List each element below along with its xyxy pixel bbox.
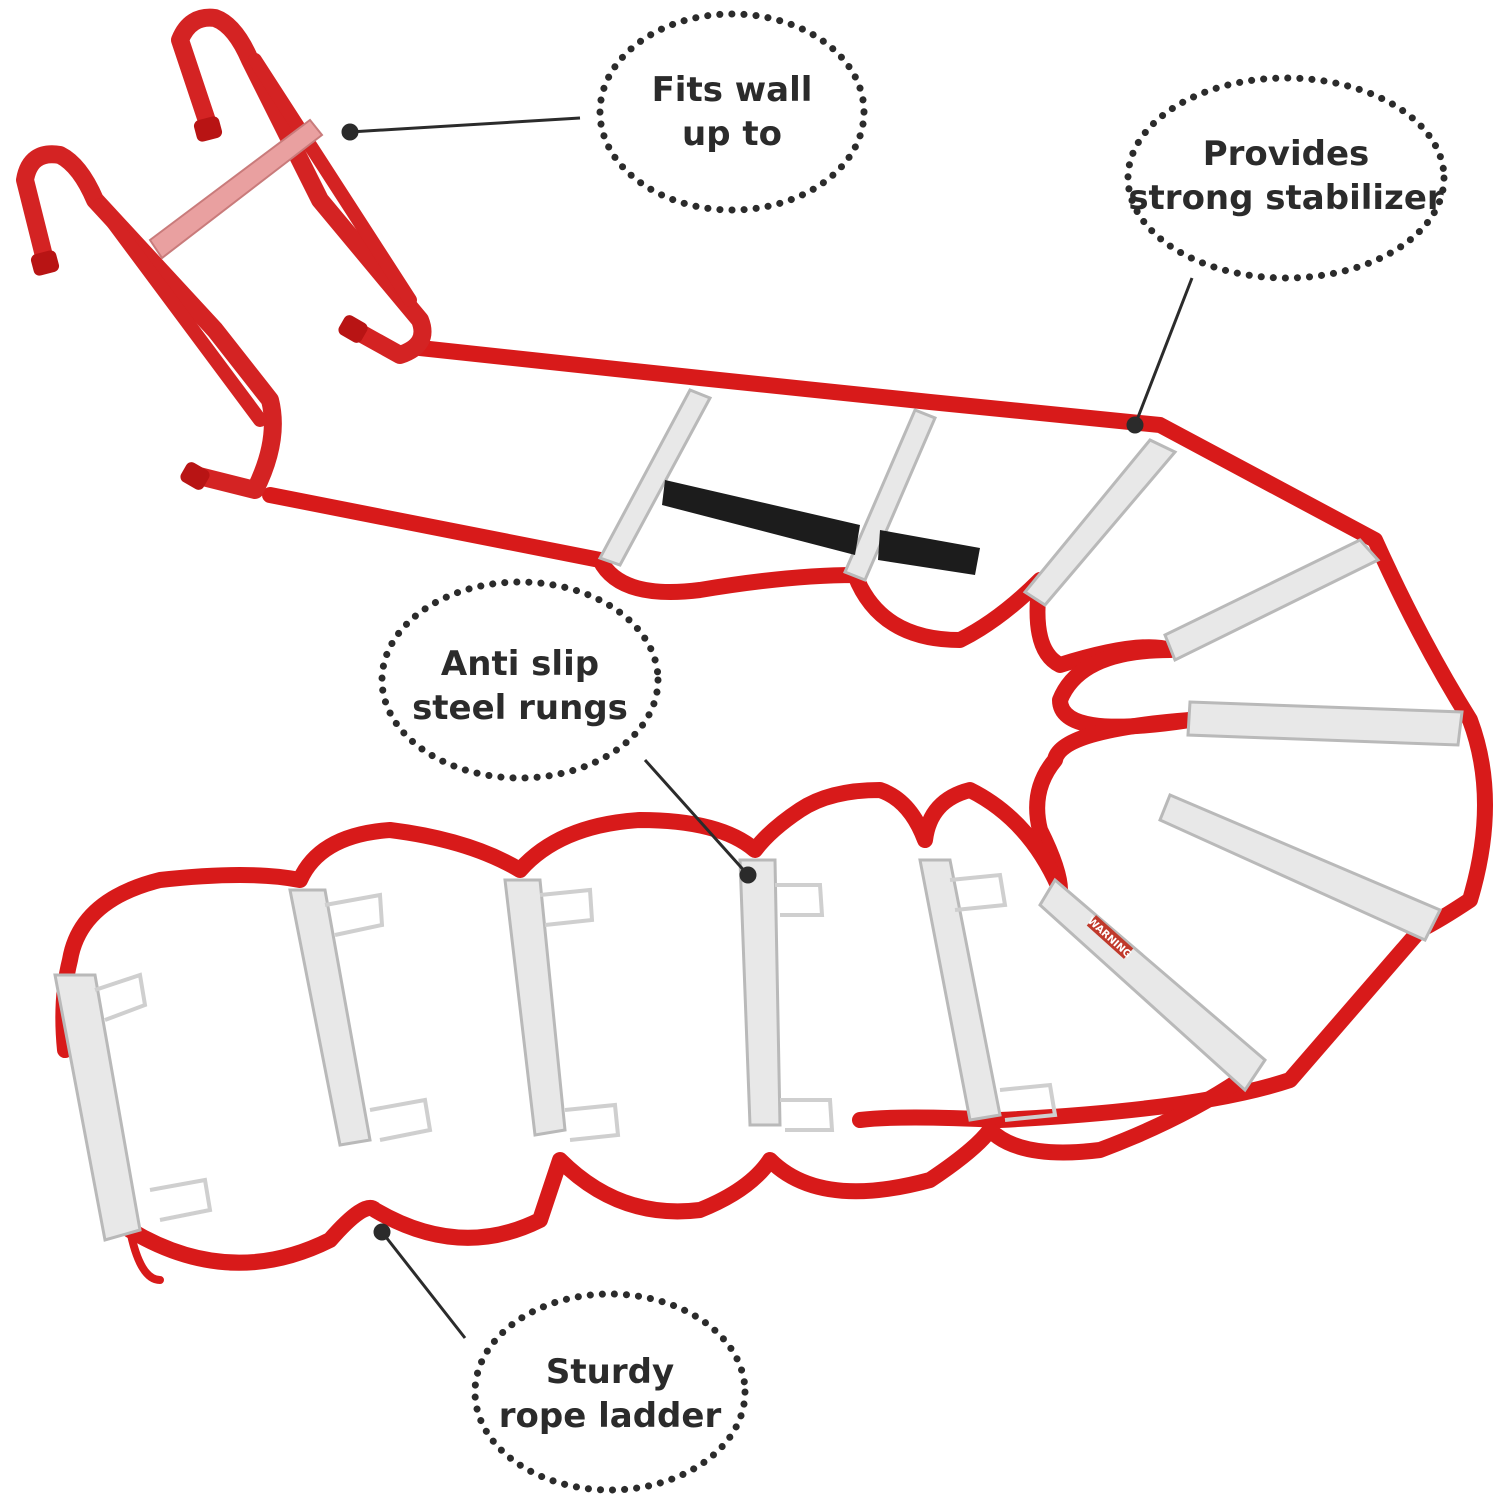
callout-sturdy-line1: Sturdy bbox=[545, 1352, 675, 1392]
rung-2 bbox=[843, 408, 937, 582]
callout-anti-slip: Anti slip steel rungs bbox=[382, 636, 658, 736]
lower-rungs bbox=[53, 858, 1002, 1242]
wall-hook-frame bbox=[16, 8, 432, 499]
warning-label-plate bbox=[1086, 915, 1134, 959]
rung-12 bbox=[918, 858, 1002, 1122]
callout-fits-wall: Fits wall up to bbox=[600, 62, 864, 162]
hook-spacer-bar bbox=[148, 118, 324, 260]
red-webbing-straps bbox=[55, 340, 1493, 1284]
callout-anti-slip-line2: steel rungs bbox=[412, 688, 628, 728]
rung-7 bbox=[1038, 877, 1267, 1093]
rung-8 bbox=[53, 973, 142, 1242]
sturdy-bubble bbox=[471, 1290, 749, 1494]
callout-bubbles bbox=[378, 10, 1448, 1494]
callout-sturdy: Sturdy rope ladder bbox=[475, 1344, 745, 1444]
rung-5 bbox=[1186, 700, 1464, 747]
rung-3 bbox=[1022, 438, 1178, 607]
callout-fits-wall-line2: up to bbox=[682, 114, 782, 154]
rung-6 bbox=[1158, 793, 1443, 942]
pointer-lines bbox=[341, 116, 1194, 1339]
callout-stabilizer-line2: strong stabilizer bbox=[1128, 178, 1444, 218]
callout-sturdy-line2: rope ladder bbox=[498, 1396, 722, 1436]
upper-rungs bbox=[597, 388, 1464, 1093]
stabilizer-bubble bbox=[1124, 74, 1448, 282]
rung-10 bbox=[503, 878, 567, 1137]
callout-stabilizer: Provides strong stabilizer bbox=[1128, 126, 1444, 226]
rung-11 bbox=[738, 858, 782, 1127]
fits-wall-bubble bbox=[596, 10, 868, 214]
callout-anti-slip-line1: Anti slip bbox=[440, 644, 600, 684]
velcro-strap bbox=[662, 480, 860, 555]
rung-brackets bbox=[94, 872, 1058, 1222]
callout-stabilizer-line1: Provides bbox=[1202, 134, 1370, 174]
hook-caps bbox=[30, 116, 368, 490]
velcro-strap-end bbox=[878, 530, 980, 575]
rung-9 bbox=[288, 888, 372, 1147]
rung-1 bbox=[597, 388, 713, 567]
rung-4 bbox=[1163, 538, 1381, 663]
anti-slip-bubble bbox=[378, 578, 662, 782]
callout-fits-wall-line1: Fits wall bbox=[651, 70, 813, 110]
